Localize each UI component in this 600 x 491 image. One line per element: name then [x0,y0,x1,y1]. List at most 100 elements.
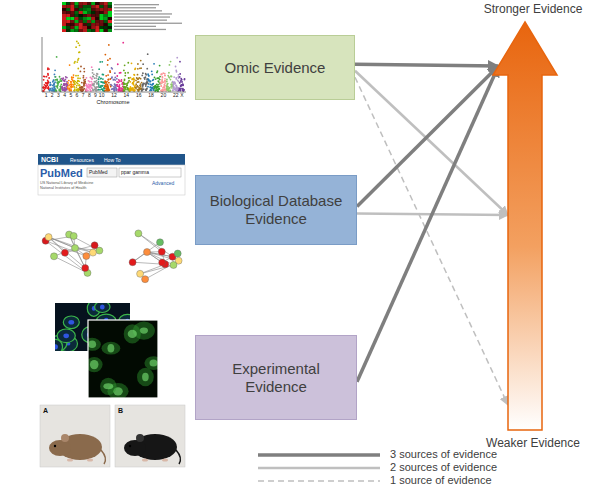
snp-dot [124,72,126,74]
axis-tick: 12 [111,93,117,98]
snp-dot [85,89,87,91]
fluorescent-cell [124,324,141,343]
snp-dot [152,83,154,85]
snp-dot [123,86,125,88]
snp-dot [169,87,171,89]
snp-dot [140,60,142,62]
snp-dot [71,77,73,79]
snp-dot [104,90,106,92]
snp-dot [179,61,181,63]
network-node [45,234,52,241]
legend-sample-line [258,480,380,482]
snp-dot [76,85,78,87]
snp-dot [118,89,120,91]
heatmap-cell [87,5,91,8]
fluorescent-cell [137,368,154,387]
snp-dot [168,72,170,74]
heatmap-cell [62,11,66,14]
snp-dot [76,61,78,63]
snp-dot [167,83,169,85]
snp-dot [166,88,168,90]
snp-dot [83,85,85,87]
snp-dot [124,64,126,66]
snp-dot [126,89,128,91]
interaction-network [129,230,182,283]
snp-dot [152,83,154,85]
snp-dot [133,74,135,76]
snp-dot [164,82,166,84]
axis-tick: 22 [173,93,179,98]
dropdown-value: PubMed [89,170,108,175]
snp-dot [149,81,151,83]
snp-dot [145,76,147,78]
snp-dot [59,76,61,78]
gene-list-line [114,4,159,5]
snp-dot [160,90,162,92]
evidence-scale-arrow: Stronger EvidenceWeaker Evidence [470,0,596,455]
snp-dot [175,66,177,68]
snp-dot [181,88,183,90]
snp-dot [167,86,169,88]
heatmap-cell [83,11,87,14]
snp-dot [100,78,102,80]
axis-tick: X [180,93,183,98]
snp-dot [135,83,137,85]
heatmap-cell [66,23,70,26]
snp-dot [134,85,136,87]
snp-dot [42,87,44,89]
snp-dot [124,78,126,80]
snp-dot [130,88,132,90]
snp-dot [176,71,178,73]
snp-dot [86,85,88,87]
snp-dot [90,81,92,83]
heatmap-cell [83,20,87,23]
snp-dot [166,79,168,81]
ncbi-bar [38,154,185,165]
snp-dot [175,89,177,91]
snp-dot [159,76,161,78]
heatmap-cell [83,14,87,17]
heatmap [62,2,182,32]
heatmap-frame [62,2,112,32]
snp-dot [64,89,66,91]
snp-dot [49,84,51,86]
snp-dot [114,77,116,79]
snp-dot [124,86,126,88]
heatmap-cell [108,11,112,14]
snp-dot [114,72,116,74]
cell-nucleus [68,320,74,325]
snp-dot [174,89,176,91]
heatmap-cell [70,5,74,8]
site-subtitle: US National Library of Medicine National… [40,181,104,190]
snp-dot [76,41,78,43]
snp-dot [71,83,73,85]
snp-dot [146,80,148,82]
gene-list-line [114,29,166,30]
snp-dot [164,89,166,91]
snp-dot [164,73,166,75]
snp-dot [157,84,159,86]
network-node [142,276,149,283]
snp-dot [75,89,77,91]
heatmap-cell [83,2,87,5]
snp-dot [52,89,54,91]
snp-dot [100,81,102,83]
snp-dot [114,83,116,85]
snp-dot [136,85,138,87]
snp-dot [86,88,88,90]
snp-dot [157,86,159,88]
heatmap-cell [91,29,95,32]
snp-dot [181,85,183,87]
snp-dot [92,75,94,77]
snp-dot [61,87,63,89]
snp-dot [151,70,153,72]
snp-dot [74,83,76,85]
heatmap-cell [100,14,104,17]
snp-dot [54,73,56,75]
snp-dot [168,88,170,90]
network-link [140,265,173,274]
snp-dot [54,69,56,71]
snp-dot [173,87,175,89]
snp-dot [162,77,164,79]
snp-dot [108,88,110,90]
